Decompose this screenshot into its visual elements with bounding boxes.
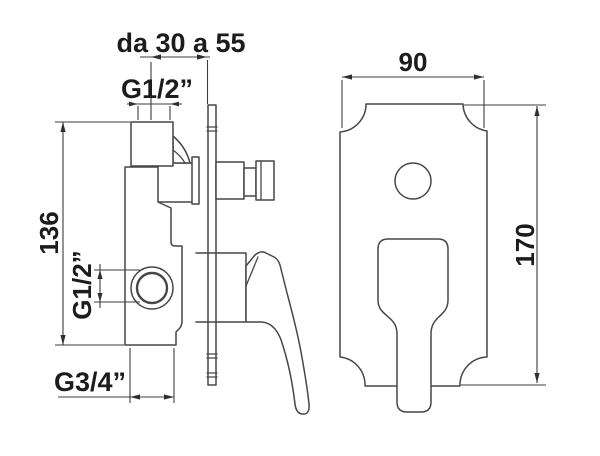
dimension-body-height: 136 bbox=[34, 121, 130, 346]
dimension-plate-height: 170 bbox=[461, 104, 546, 386]
side-diverter-knob bbox=[255, 160, 275, 201]
dimension-depth-range: da 30 a 55 bbox=[116, 28, 246, 120]
plate-section-break-marks bbox=[206, 126, 218, 378]
front-diverter-button bbox=[394, 162, 432, 200]
front-view bbox=[339, 103, 488, 413]
side-handle-detail-line bbox=[245, 256, 259, 287]
dimension-inlet-top: G1/2” bbox=[121, 74, 193, 120]
side-elbow bbox=[172, 135, 191, 164]
body-height-label: 136 bbox=[34, 211, 64, 254]
side-pipe-flange bbox=[191, 156, 200, 205]
plate-height-label: 170 bbox=[510, 223, 540, 266]
side-top-inlet-block bbox=[130, 121, 174, 167]
front-lever-handle bbox=[377, 238, 449, 413]
side-wall-plate-bar bbox=[207, 104, 217, 386]
side-lever-handle bbox=[245, 251, 310, 415]
inlet-top-label: G1/2” bbox=[121, 74, 193, 104]
side-cartridge-collar bbox=[195, 252, 247, 323]
outlet-side-label: G1/2” bbox=[67, 250, 97, 319]
side-outlet-port-inner bbox=[135, 271, 169, 305]
dimension-outlet-bottom: G3/4” bbox=[54, 348, 175, 403]
side-diverter-neck bbox=[243, 167, 257, 197]
side-elbow-detail bbox=[172, 149, 186, 164]
dimension-outlet-side: G1/2” bbox=[67, 250, 140, 320]
depth-range-label: da 30 a 55 bbox=[116, 28, 245, 58]
outlet-bottom-label: G3/4” bbox=[54, 367, 126, 397]
side-view bbox=[124, 104, 310, 415]
plate-width-label: 90 bbox=[399, 47, 428, 77]
dimension-plate-width: 90 bbox=[341, 47, 485, 128]
side-diverter-base bbox=[215, 161, 245, 200]
